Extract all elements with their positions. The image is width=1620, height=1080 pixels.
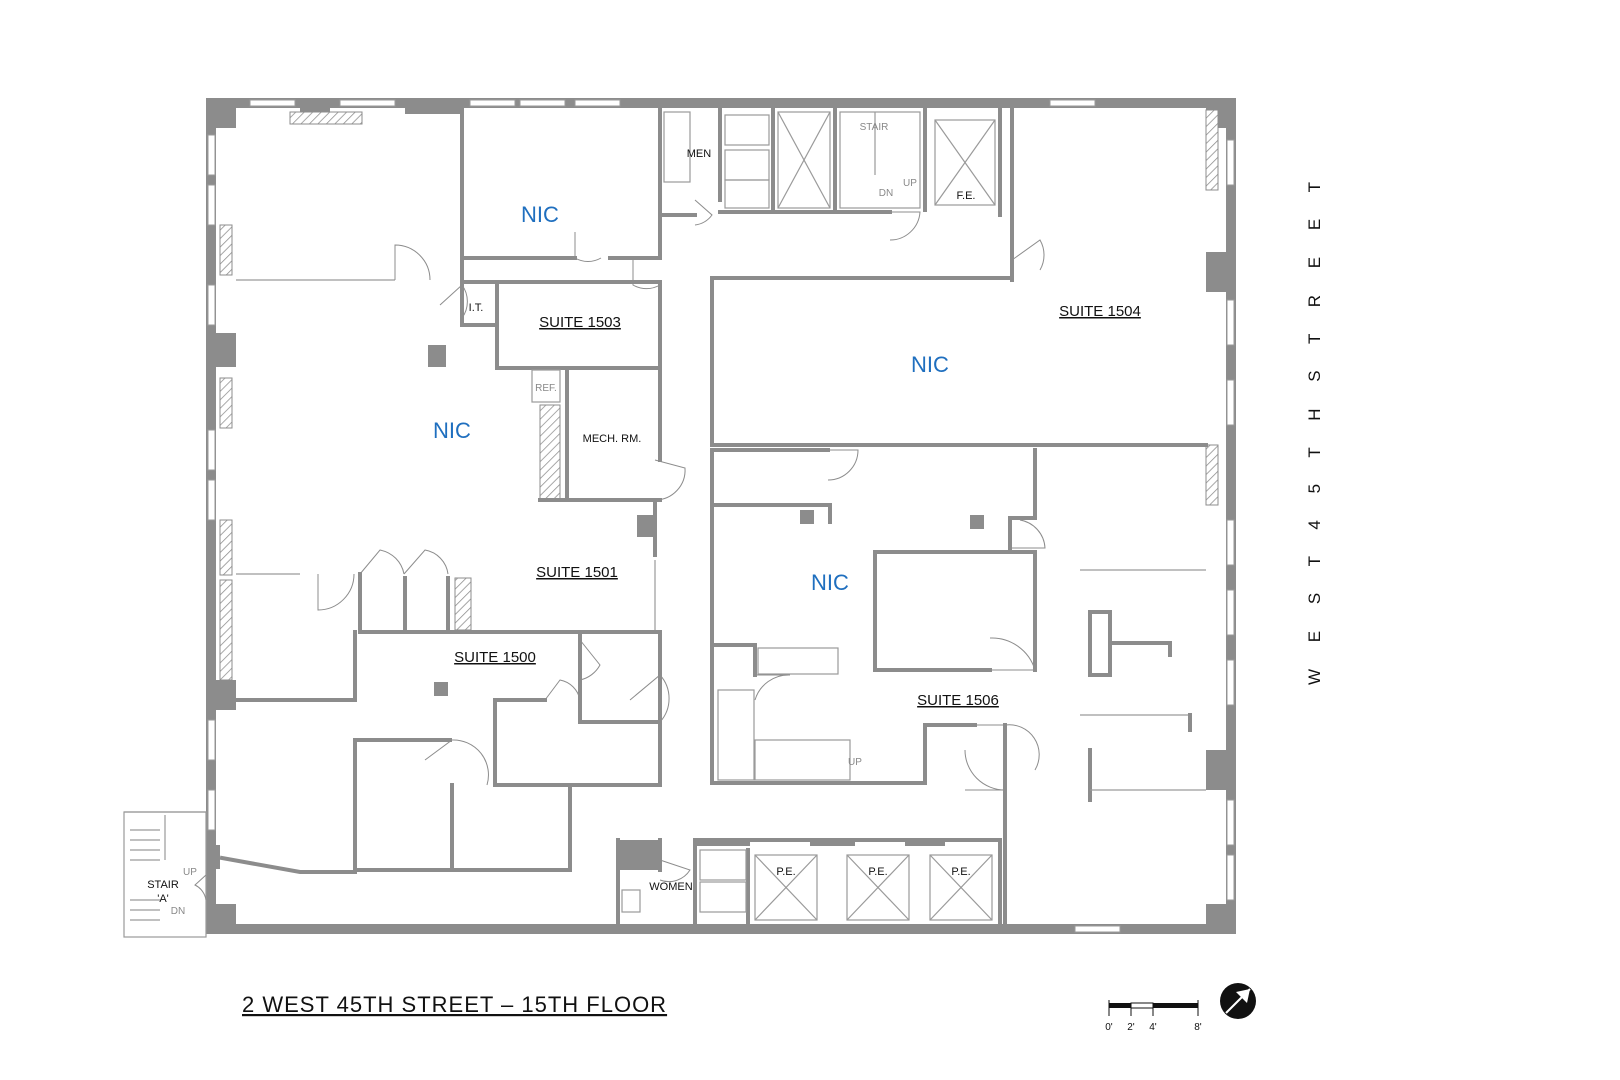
windows-right [1226,139,1235,901]
nic-label-left: NIC [433,418,471,443]
stair-label: STAIR [860,122,889,133]
scale-tick-8: 8' [1194,1022,1202,1033]
suite-1503-label: SUITE 1503 [539,314,621,331]
nic-label-suite-1504: NIC [911,352,949,377]
stair-a-dn-label: DN [171,906,185,917]
women-restroom-label: WOMEN [649,881,692,893]
windows-top [249,99,1096,107]
pe-label-3: P.E. [951,866,970,878]
men-restroom-label: MEN [687,148,712,160]
door-swings [194,199,1046,901]
stair-1506-up-label: UP [848,757,862,768]
window-bottom [1074,925,1121,933]
scale-tick-2: 2' [1127,1022,1135,1033]
suite-1500-label: SUITE 1500 [454,649,536,666]
stair-a [123,811,207,938]
interior-partitions [219,106,1208,926]
nic-label-top-left: NIC [521,202,559,227]
pe-label-2: P.E. [868,866,887,878]
pe-label-1: P.E. [776,866,795,878]
exterior-walls [206,98,1236,934]
windows-left [207,134,216,831]
stair-a-label-line2: 'A' [157,893,169,905]
scale-tick-4: 4' [1149,1022,1157,1033]
nic-label-suite-1506: NIC [811,570,849,595]
street-label: W E S T 4 5 T H S T R E E T [1305,171,1324,685]
stair-a-label-line1: STAIR [147,879,179,891]
scale-tick-0: 0' [1105,1022,1113,1033]
suite-1504-label: SUITE 1504 [1059,303,1141,320]
scale-bar: 0' 2' 4' 8' [1105,1000,1202,1033]
stair-dn-label: DN [879,188,893,199]
stair-a-up-label: UP [183,867,197,878]
suite-1506-label: SUITE 1506 [917,692,999,709]
stair-up-label: UP [903,178,917,189]
north-arrow-icon [1220,983,1256,1019]
ref-label: REF. [535,383,557,394]
it-closet-label: I.T. [469,302,484,314]
suite-1501-label: SUITE 1501 [536,564,618,581]
hatched-piers [219,109,1219,681]
plan-title: 2 WEST 45TH STREET – 15TH FLOOR [242,992,667,1017]
fe-label: F.E. [957,190,976,202]
mech-room-label: MECH. RM. [583,433,642,445]
